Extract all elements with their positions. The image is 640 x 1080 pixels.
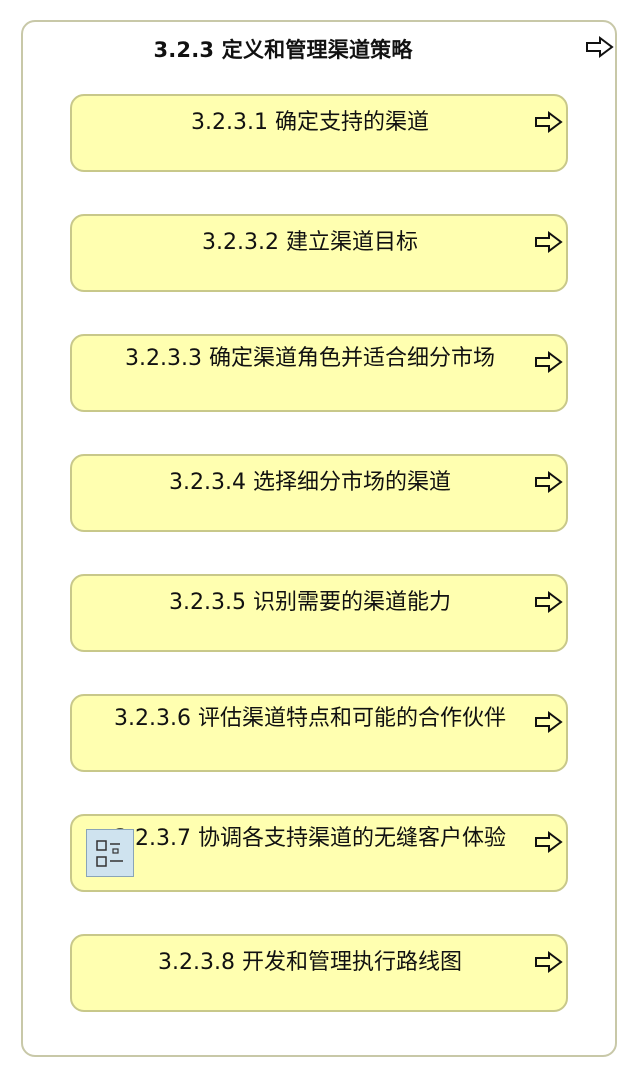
process-box-label: 3.2.3.1 确定支持的渠道 bbox=[191, 110, 429, 135]
process-box-5[interactable]: 3.2.3.5 识别需要的渠道能力 bbox=[70, 574, 568, 652]
arrow-right-icon[interactable] bbox=[534, 111, 564, 133]
arrow-right-icon[interactable] bbox=[534, 471, 564, 493]
arrow-right-icon[interactable] bbox=[534, 351, 564, 373]
arrow-right-icon[interactable] bbox=[534, 231, 564, 253]
process-box-1[interactable]: 3.2.3.1 确定支持的渠道 bbox=[70, 94, 568, 172]
process-box-label: 3.2.3.3 确定渠道角色并适合细分市场 bbox=[125, 346, 495, 371]
arrow-right-icon[interactable] bbox=[585, 36, 615, 58]
arrow-right-icon[interactable] bbox=[534, 951, 564, 973]
process-group-container: 3.2.3 定义和管理渠道策略 3.2.3.1 确定支持的渠道 3.2.3.2 … bbox=[21, 20, 617, 1057]
process-box-label: 3.2.3.5 识别需要的渠道能力 bbox=[169, 590, 451, 615]
process-box-label: 3.2.3.4 选择细分市场的渠道 bbox=[169, 470, 451, 495]
process-box-8[interactable]: 3.2.3.8 开发和管理执行路线图 bbox=[70, 934, 568, 1012]
process-box-7[interactable]: 3.2.3.7 协调各支持渠道的无缝客户体验 bbox=[70, 814, 568, 892]
process-box-3[interactable]: 3.2.3.3 确定渠道角色并适合细分市场 bbox=[70, 334, 568, 412]
process-box-2[interactable]: 3.2.3.2 建立渠道目标 bbox=[70, 214, 568, 292]
process-box-label: 3.2.3.8 开发和管理执行路线图 bbox=[158, 950, 462, 975]
process-box-label: 3.2.3.6 评估渠道特点和可能的合作伙伴 bbox=[114, 706, 506, 731]
process-box-label: 3.2.3.7 协调各支持渠道的无缝客户体验 bbox=[114, 826, 506, 851]
arrow-right-icon[interactable] bbox=[534, 591, 564, 613]
process-group-title: 3.2.3 定义和管理渠道策略 bbox=[153, 38, 413, 62]
document-list-icon[interactable] bbox=[86, 829, 134, 877]
process-box-label: 3.2.3.2 建立渠道目标 bbox=[202, 230, 418, 255]
process-box-6[interactable]: 3.2.3.6 评估渠道特点和可能的合作伙伴 bbox=[70, 694, 568, 772]
process-box-4[interactable]: 3.2.3.4 选择细分市场的渠道 bbox=[70, 454, 568, 532]
arrow-right-icon[interactable] bbox=[534, 711, 564, 733]
arrow-right-icon[interactable] bbox=[534, 831, 564, 853]
